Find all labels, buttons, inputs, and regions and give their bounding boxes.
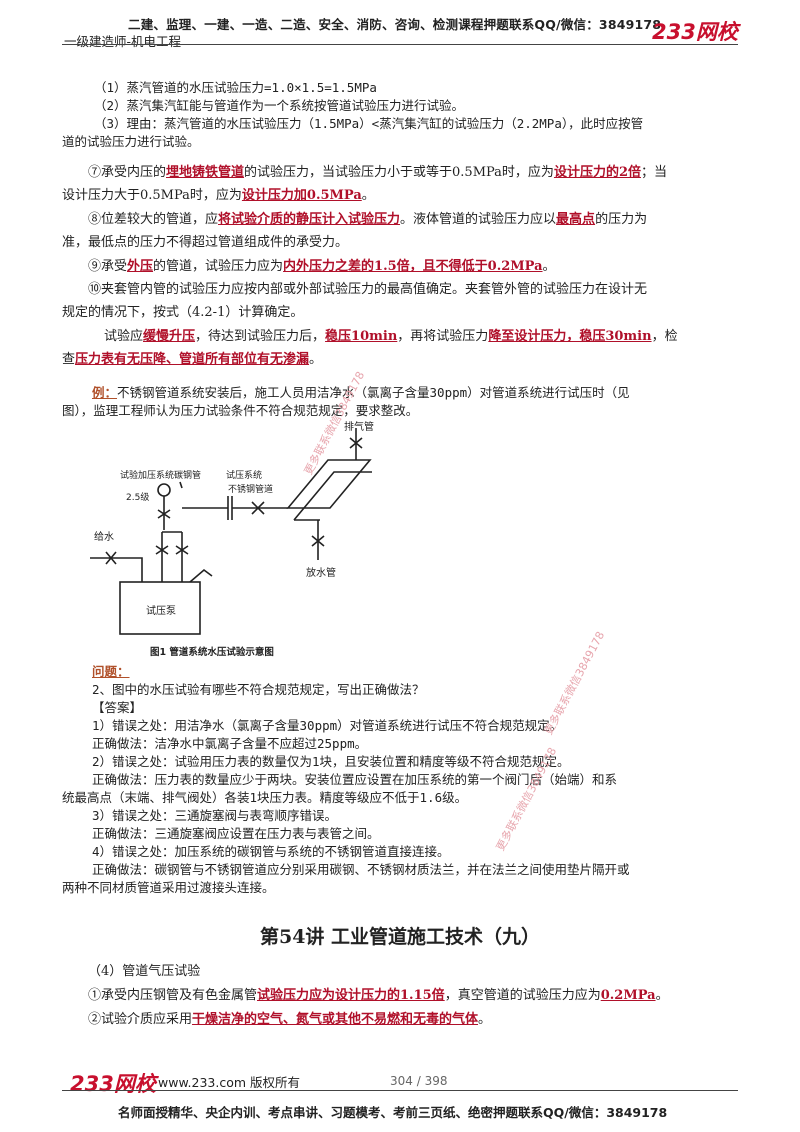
pipe-loop [286, 459, 372, 509]
pump-tank [119, 581, 201, 635]
answer-line-7: 正确做法：三通旋塞阀应设置在压力表与表管之间。 [92, 826, 380, 841]
example-line-1: 例：不锈钢管道系统安装后，施工人员用洁净水（氯离子含量30ppm）对管道系统进行… [92, 385, 630, 400]
pressure-test-diagram: 排气管 试验加压系统碳钢管 试压系统 不锈钢管道 2.5级 给水 放水管 试压泵 [90, 420, 374, 635]
answer-line-4: 正确做法：压力表的数量应少于两块。安装位置应设置在加压系统的第一个阀门后（始端）… [92, 772, 618, 787]
top-line-4: 道的试验压力进行试验。 [62, 134, 200, 149]
example-line-2: 图），监理工程师认为压力试验条件不符合规范规定，要求整改。 [62, 403, 419, 418]
answer-line-2: 正确做法：洁净水中氯离子含量不应超过25ppm。 [92, 736, 368, 751]
drain-valve [311, 535, 325, 547]
diagram-caption: 图1 管道系统水压试验示意图 [150, 647, 274, 658]
label-stainless: 不锈钢管道 [228, 483, 273, 495]
gas-test-item2: ②试验介质应采用干燥洁净的空气、氮气或其他不易燃和无毒的气体。 [88, 1012, 492, 1027]
question-text: 2、图中的水压试验有哪些不符合规范规定，写出正确做法？ [92, 682, 425, 697]
answer-line-6: 3）错误之处：三通旋塞阀与表弯顺序错误。 [92, 808, 338, 823]
footer-logo: 233网校 [70, 1072, 156, 1096]
item10-line-1: ⑩夹套管内管的试验压力应按内部或外部试验压力的最高值确定。夹套管外管的试验压力在… [88, 282, 648, 297]
flange [227, 496, 233, 520]
gas-test-item1: ①承受内压钢管及有色金属管试验压力应为设计压力的1.15倍，真空管道的试验压力应… [88, 988, 669, 1003]
riser-valve-left [155, 545, 169, 555]
answer-line-3: 2）错误之处：试验用压力表的数量仅为1块，且安装位置和精度等级不符合规范规定。 [92, 754, 570, 769]
header-logo: 233网校 [652, 20, 738, 44]
main-valve [251, 501, 265, 515]
gas-test-heading: （4）管道气压试验 [88, 964, 201, 979]
item9-paragraph: ⑨承受外压的管道，试验压力应为内外压力之差的1.5倍，且不得低于0.2MPa。 [88, 259, 556, 274]
item7-paragraph-cont: 设计压力大于0.5MPa时，应为设计压力加0.5MPa。 [62, 188, 375, 203]
item8-paragraph-cont: 准，最低点的压力不得超过管道组成件的承受力。 [62, 235, 349, 250]
procedure-paragraph: 试验应缓慢升压，待达到试验压力后，稳压10min，再将试验压力降至设计压力，稳压… [104, 329, 678, 344]
top-line-2: （2）蒸汽集汽缸能与管道作为一个系统按管道试验压力进行试验。 [94, 98, 465, 113]
header-promo-line: 二建、监理、一建、一造、二造、安全、消防、咨询、检测课程押题联系QQ/微信：38… [128, 17, 662, 32]
item7-paragraph: ⑦承受内压的埋地铸铁管道的试验压力，当试验压力小于或等于0.5MPa时，应为设计… [88, 165, 667, 180]
question-label: 问题： [92, 664, 130, 679]
header-divider [62, 44, 738, 45]
label-test-system: 试压系统 [226, 469, 262, 481]
label-pump: 试压泵 [146, 604, 176, 617]
answer-line-8: 4）错误之处：加压系统的碳钢管与系统的不锈钢管道直接连接。 [92, 844, 450, 859]
gauge-valve [157, 509, 171, 519]
top-line-1: （1）蒸汽管道的水压试验压力=1.0×1.5=1.5MPa [94, 80, 377, 95]
supply-valve [105, 551, 117, 565]
answer-label: 【答案】 [92, 700, 143, 715]
item8-paragraph: ⑧位差较大的管道，应将试验介质的静压计入试验压力。液体管道的试验压力应以最高点的… [88, 212, 648, 227]
water-supply-pipe [90, 557, 143, 582]
answer-line-10: 两种不同材质管道采用过渡接头连接。 [62, 880, 275, 895]
page-number: 304 / 398 [390, 1074, 448, 1088]
footer-site: www.233.com 版权所有 [158, 1075, 300, 1090]
answer-line-9: 正确做法：碳钢管与不锈钢管道应分别采用碳钢、不锈钢材质法兰，并在法兰之间使用垫片… [92, 862, 630, 877]
answer-line-5: 统最高点（末端、排气阀处）各装1块压力表。精度等级应不低于1.6级。 [62, 790, 468, 805]
item10-line-2: 规定的情况下，按式（4.2-1）计算确定。 [62, 305, 304, 320]
answer-line-1: 1）错误之处：用洁净水（氯离子含量30ppm）对管道系统进行试压不符合规范规定。 [92, 718, 563, 733]
label-water-in: 给水 [94, 530, 114, 543]
riser-valve-right [175, 545, 189, 555]
section-title: 第54讲 工业管道施工技术（九） [259, 926, 541, 948]
top-line-3: （3）理由：蒸汽管道的水压试验压力（1.5MPa）<蒸汽集汽缸的试验压力（2.2… [94, 116, 644, 131]
label-exhaust: 排气管 [344, 420, 374, 433]
footer-promo-line: 名师面授精华、央企内训、考点串讲、习题模考、考前三页纸、绝密押题联系QQ/微信：… [118, 1105, 668, 1120]
footer-divider [62, 1090, 738, 1091]
watermark-2: 更多联系微信3849178 [541, 629, 608, 738]
label-drain: 放水管 [306, 566, 336, 579]
pressure-gauge [157, 483, 171, 497]
label-grade: 2.5级 [126, 491, 149, 503]
procedure-paragraph-cont: 查压力表有无压降、管道所有部位有无渗漏。 [62, 352, 323, 367]
header-subtitle: 一级建造师-机电工程 [64, 34, 182, 49]
exhaust-valve [349, 437, 363, 449]
label-carbon-steel: 试验加压系统碳钢管 [120, 469, 201, 481]
